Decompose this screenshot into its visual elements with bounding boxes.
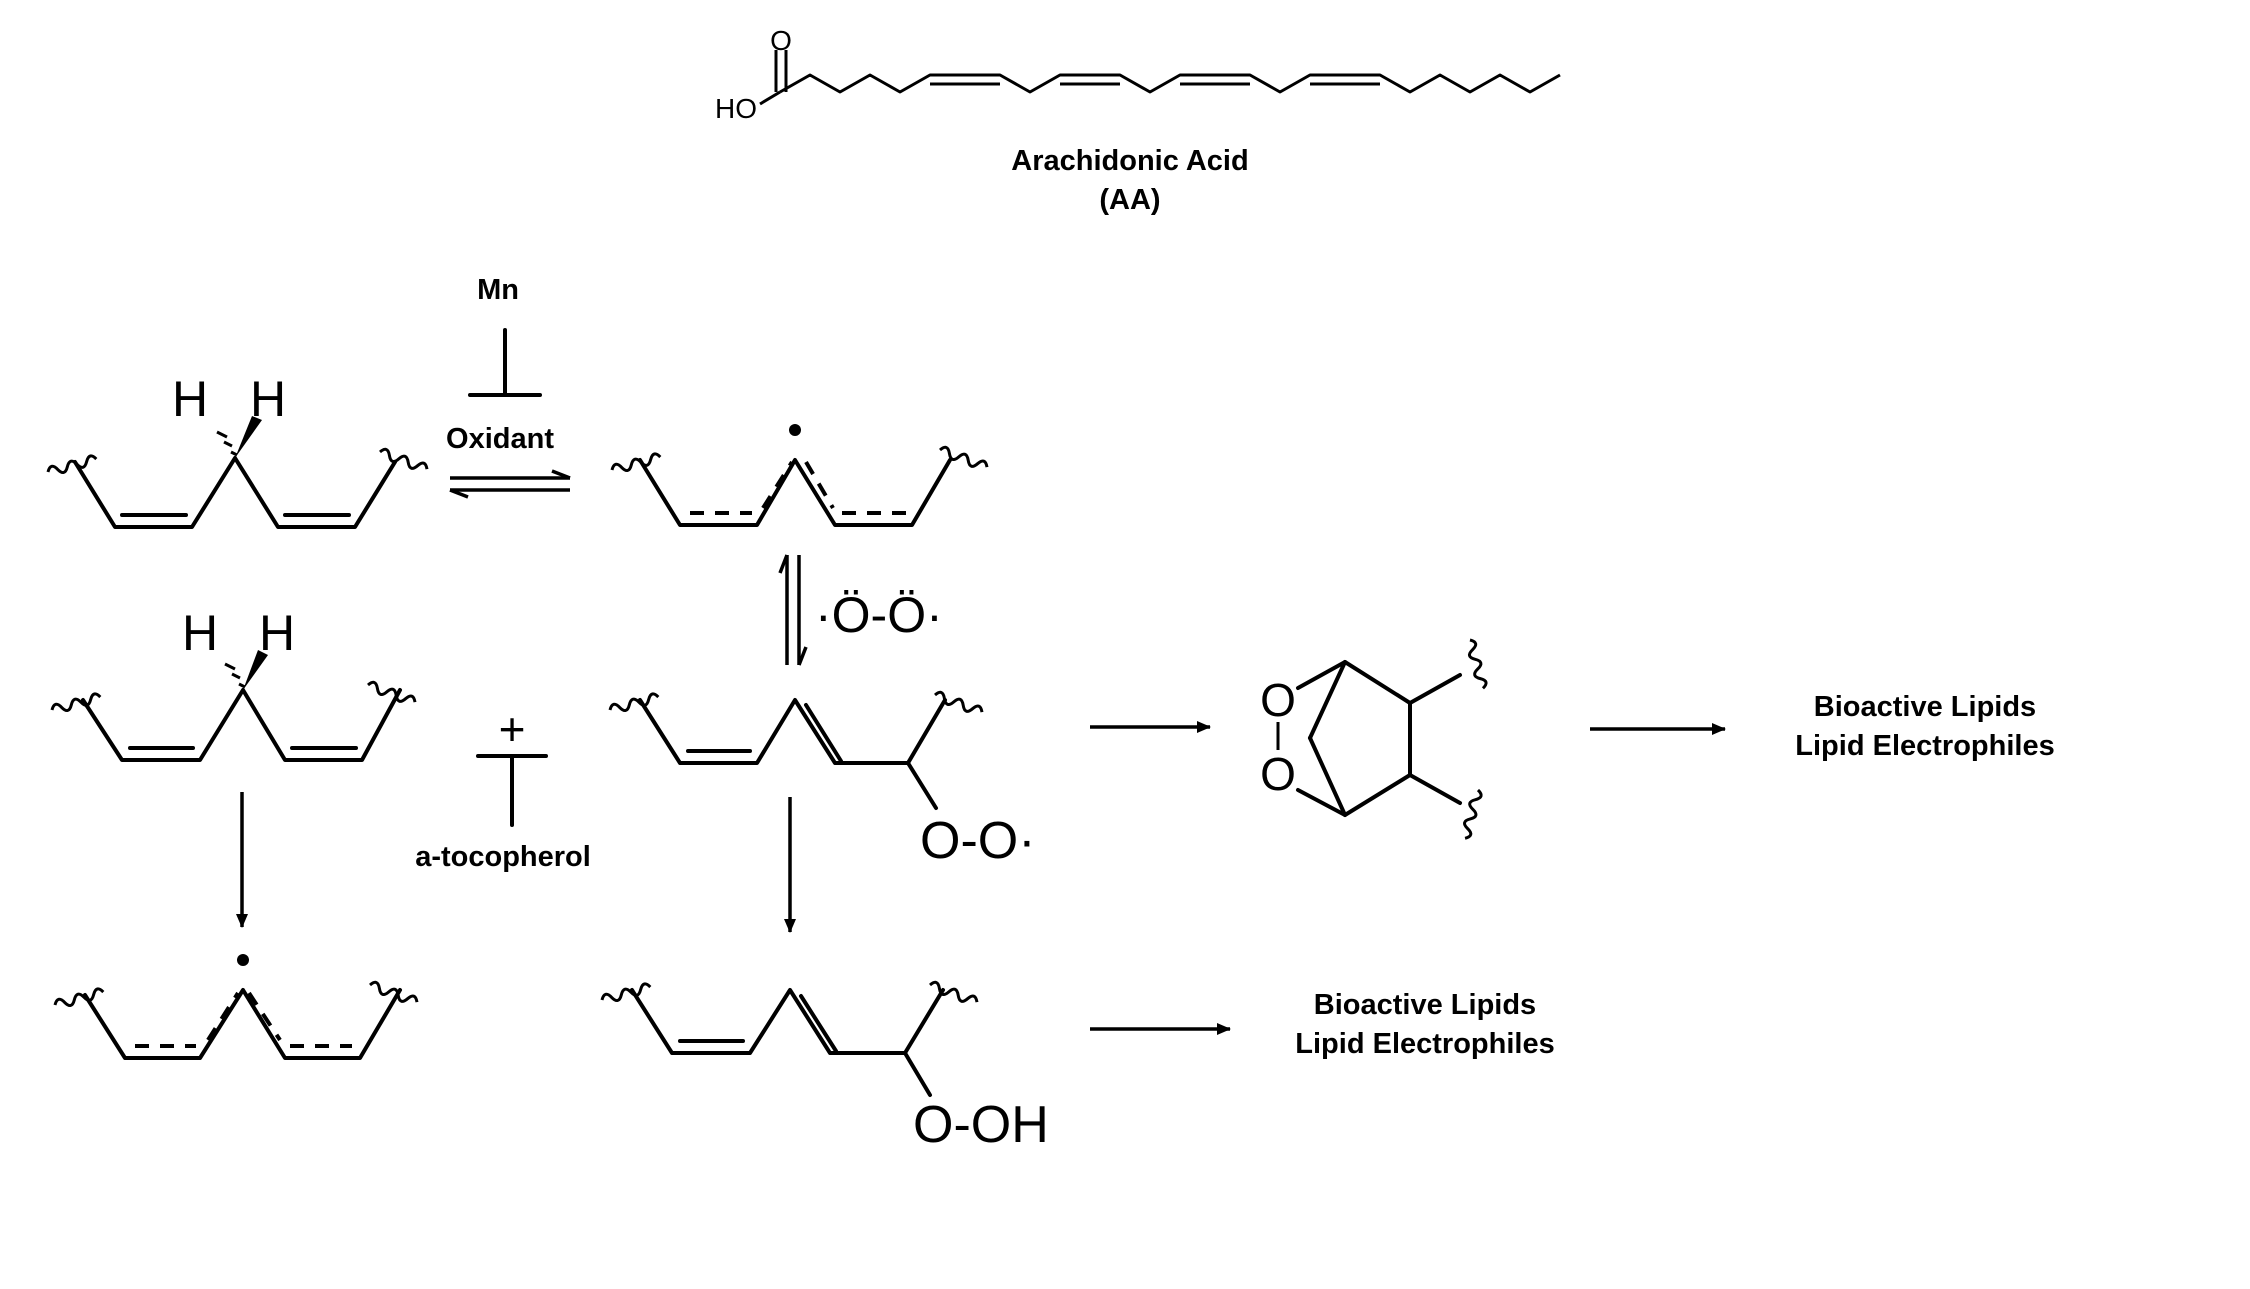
inhibition-symbol-top xyxy=(468,328,542,397)
peroxyl-group: O-O· xyxy=(920,812,1036,870)
aa-name-label: Arachidonic Acid xyxy=(1011,145,1248,177)
hydrogen-atom: H xyxy=(259,605,295,661)
hydroxyl-label: HO xyxy=(715,93,757,124)
hydrogen-atom: H xyxy=(250,371,286,427)
hydroperoxide-structure: O-OH xyxy=(599,979,1049,1154)
products-right-line1: Bioactive Lipids xyxy=(1814,691,2036,723)
endoperoxide-oxygen: O xyxy=(1260,748,1296,800)
pentadienyl-radical-top xyxy=(609,424,991,527)
endoperoxide-oxygen: O xyxy=(1260,674,1296,726)
aa-abbrev-label: (AA) xyxy=(1099,184,1160,216)
arachidonic-acid-structure: O HO xyxy=(715,25,1561,124)
hydrogen-atom: H xyxy=(182,605,218,661)
oxidant-label: Oxidant xyxy=(446,423,554,455)
substrate-structure-top: H H xyxy=(45,371,431,529)
tocopherol-label: a-tocopherol xyxy=(415,841,591,873)
dioxygen-reagent: ·Ö-Ö· xyxy=(815,587,943,643)
hydroperoxide-group: O-OH xyxy=(913,1096,1049,1154)
endoperoxide-structure: O O xyxy=(1260,637,1489,841)
peroxyl-radical-structure: O-O· xyxy=(607,689,1036,870)
products-right-line2: Lipid Electrophiles xyxy=(1795,730,2054,762)
inhibition-symbol-tocopherol xyxy=(476,754,548,827)
equilibrium-arrow-vertical xyxy=(778,554,808,666)
substrate-structure-middle: H H xyxy=(49,605,419,762)
products-bottom-line1: Bioactive Lipids xyxy=(1314,989,1536,1021)
hydrogen-atom: H xyxy=(172,371,208,427)
equilibrium-arrow-horizontal xyxy=(449,469,571,499)
mn-inhibitor-label: Mn xyxy=(477,274,519,306)
pentadienyl-radical-bottom xyxy=(52,954,421,1060)
products-bottom-line2: Lipid Electrophiles xyxy=(1295,1028,1554,1060)
plus-sign: + xyxy=(499,703,526,755)
carbonyl-oxygen: O xyxy=(770,25,792,56)
